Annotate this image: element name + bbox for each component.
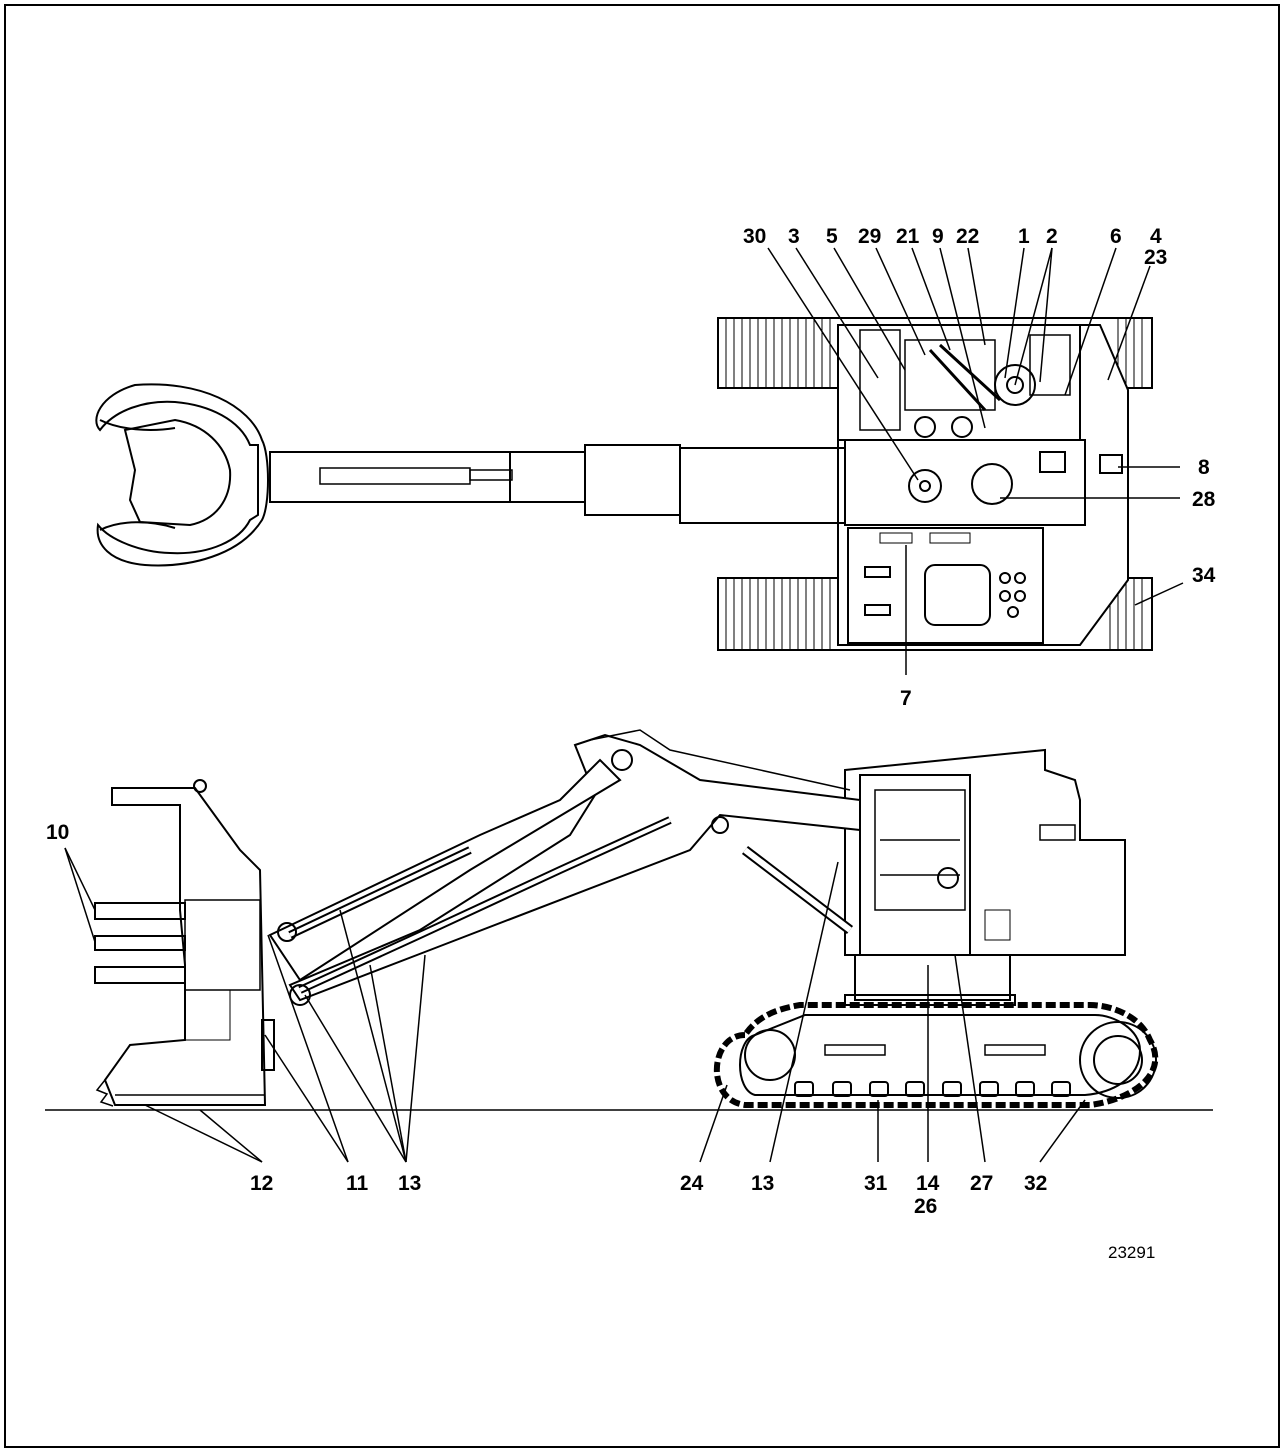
callout-13-boom: 13: [398, 1172, 422, 1195]
callout-31: 31: [864, 1172, 888, 1195]
callout-30: 30: [743, 225, 767, 248]
callout-32: 32: [1024, 1172, 1048, 1195]
callout-2: 2: [1046, 225, 1058, 248]
callout-10: 10: [46, 821, 70, 844]
boom-top: [269, 444, 846, 524]
swing-motor: [908, 469, 942, 503]
callout-1: 1: [1018, 225, 1030, 248]
turntable-side: [854, 954, 1011, 1001]
callout-11: 11: [346, 1172, 369, 1195]
felling-head-side: [94, 779, 275, 1107]
callout-21: 21: [896, 225, 920, 248]
top-view: [95, 317, 1153, 651]
callout-5: 5: [826, 225, 838, 248]
callout-7: 7: [900, 687, 912, 710]
grab-arm-middle: [94, 935, 186, 951]
callout-22: 22: [956, 225, 980, 248]
callout-29: 29: [858, 225, 882, 248]
callout-6: 6: [1110, 225, 1122, 248]
upper-structure-side: [844, 748, 1126, 956]
callout-14: 14: [916, 1172, 940, 1195]
callout-28: 28: [1192, 488, 1216, 511]
side-view: [45, 729, 1213, 1111]
callout-26: 26: [914, 1195, 938, 1218]
track-rollers: [794, 1081, 1071, 1097]
leader-lines: [64, 247, 1184, 1163]
callout-27: 27: [970, 1172, 994, 1195]
callout-12: 12: [250, 1172, 274, 1195]
idler: [744, 1029, 796, 1081]
callout-23: 23: [1144, 246, 1168, 269]
operator-seat: [924, 564, 991, 626]
callout-3: 3: [788, 225, 800, 248]
callout-9: 9: [932, 225, 944, 248]
cab-side: [859, 774, 971, 956]
callout-4: 4: [1150, 225, 1162, 248]
undercarriage: [713, 1002, 1159, 1108]
callout-8: 8: [1198, 456, 1210, 479]
felling-head-top: [95, 383, 269, 567]
swing-bearing: [971, 463, 1013, 505]
callout-34: 34: [1192, 564, 1216, 587]
callout-24: 24: [680, 1172, 704, 1195]
upper-body-outline: [837, 324, 1129, 646]
cab: [847, 527, 1044, 644]
grab-arm-upper: [94, 902, 186, 920]
boom-side: [268, 729, 861, 1006]
callout-13-cab: 13: [751, 1172, 775, 1195]
grab-arm-lower: [94, 966, 186, 984]
sprocket: [1079, 1021, 1157, 1099]
page-frame: [4, 4, 1280, 1448]
figure-number: 23291: [1108, 1243, 1156, 1262]
